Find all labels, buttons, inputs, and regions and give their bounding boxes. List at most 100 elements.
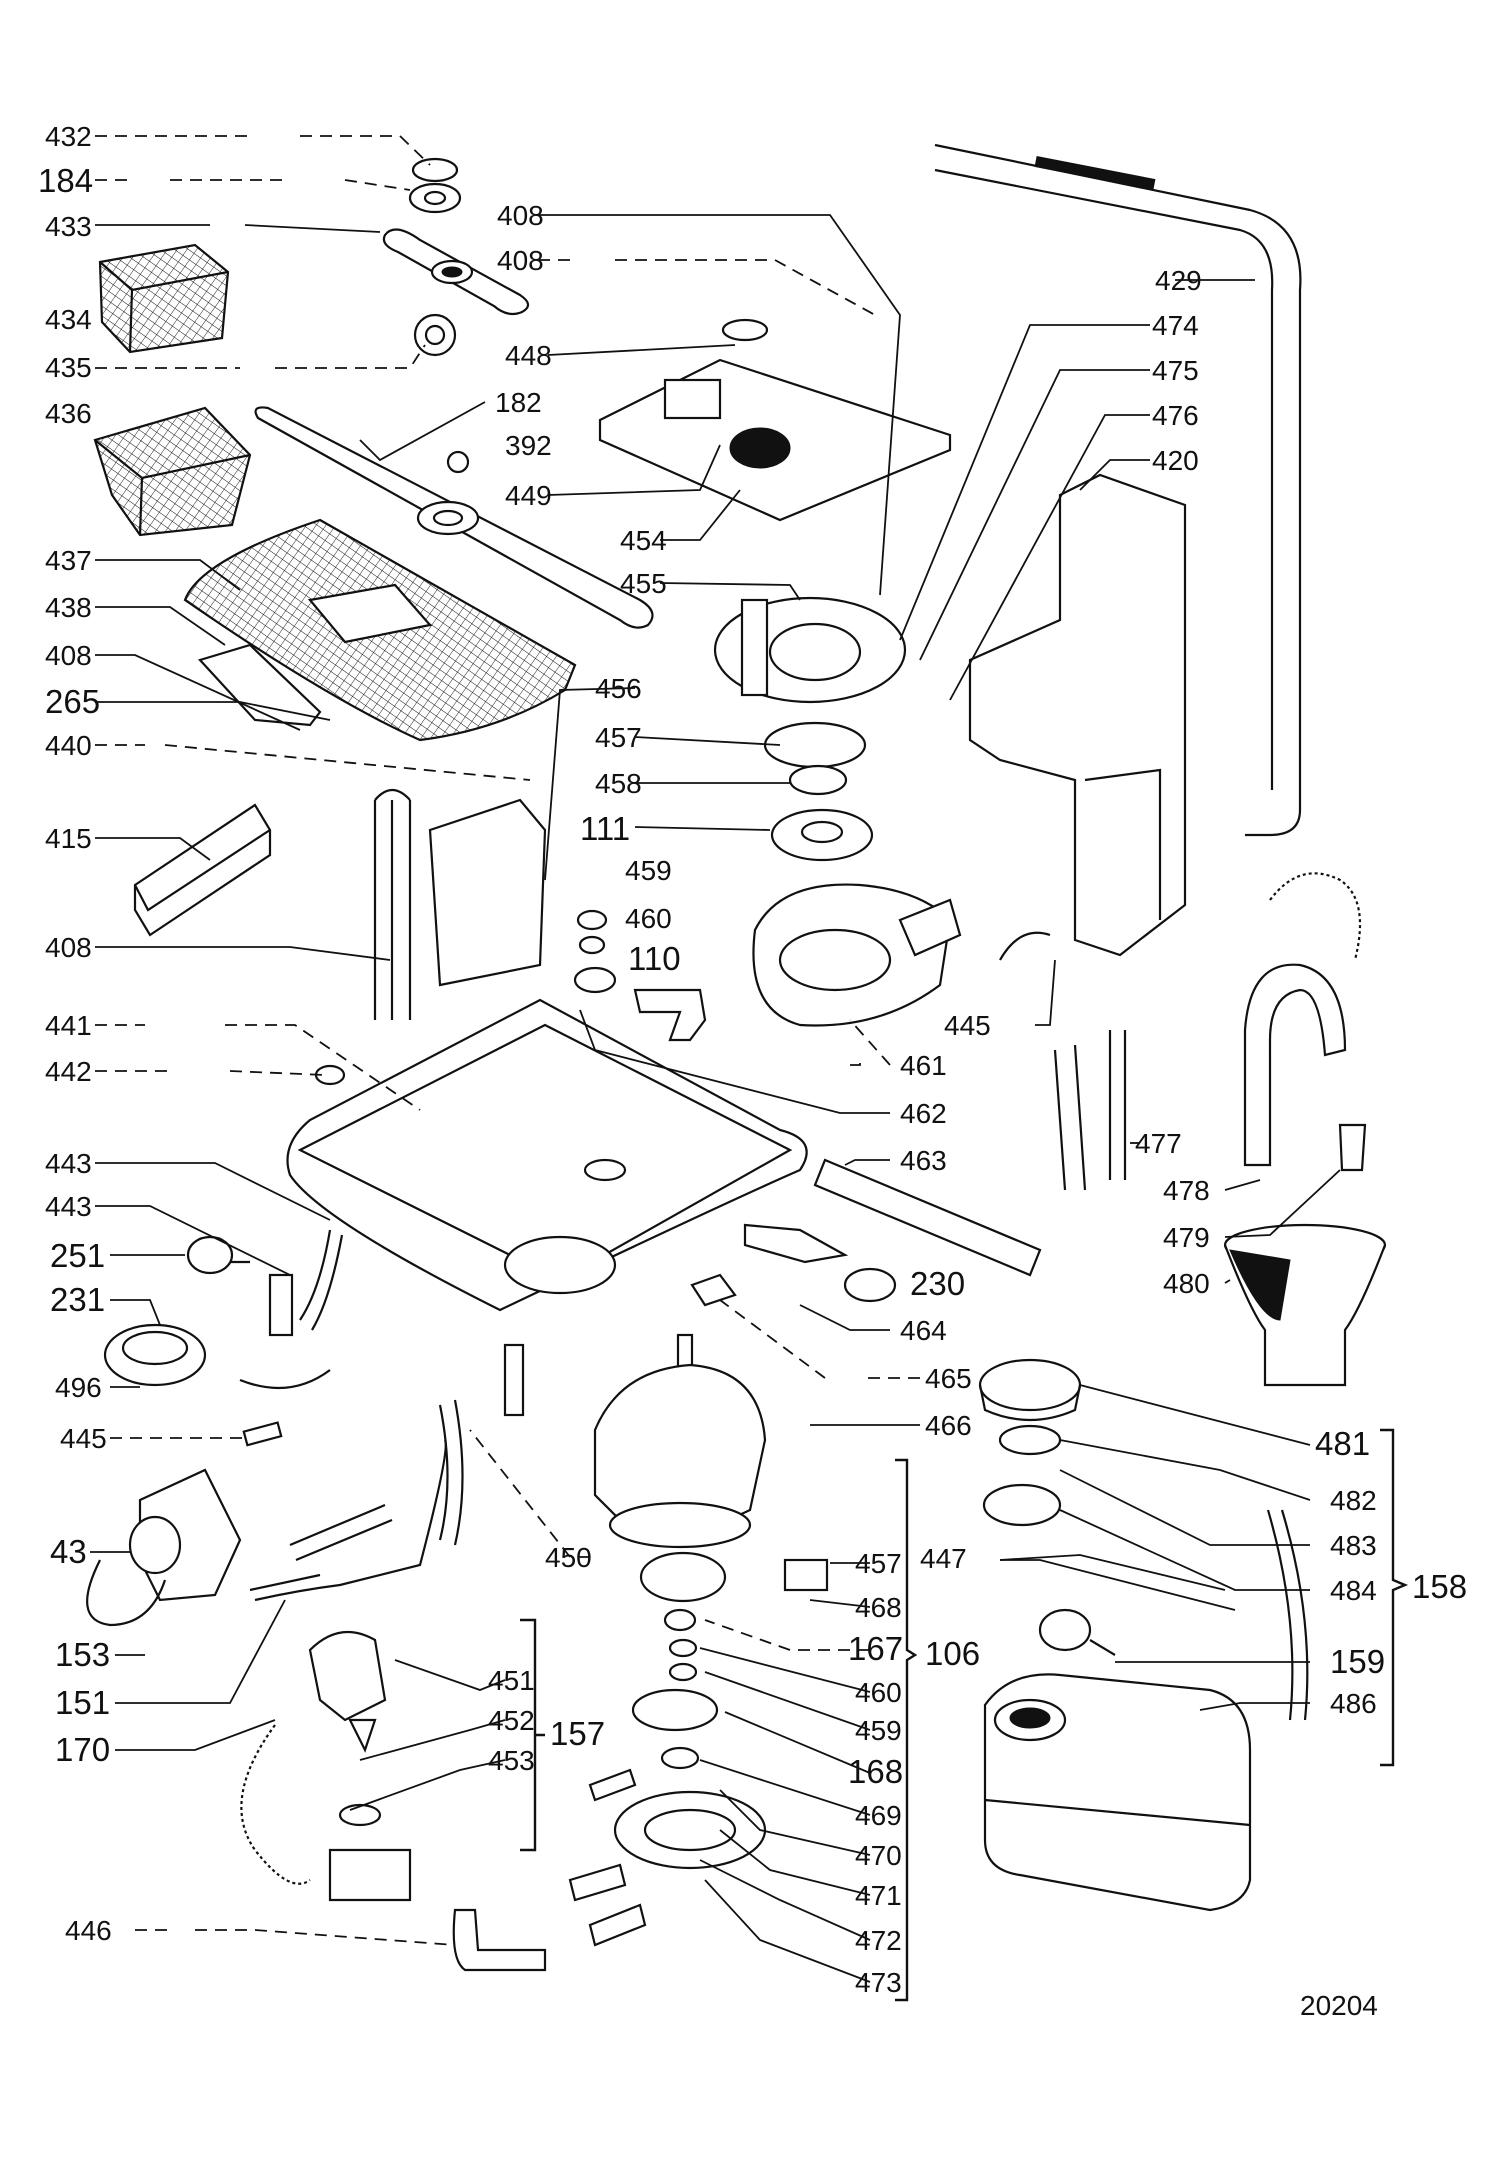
part-436-small-basket xyxy=(93,406,252,537)
part-460-ring xyxy=(668,1638,698,1658)
callout-436: 436 xyxy=(45,398,92,429)
part-170-drain-hose xyxy=(240,1724,311,1885)
callout-182: 182 xyxy=(495,387,542,418)
callout-473: 473 xyxy=(855,1967,902,1998)
callout-474: 474 xyxy=(1152,310,1199,341)
part-433-spray-arm xyxy=(382,228,530,316)
callout-471: 471 xyxy=(855,1880,902,1911)
part-480-funnel xyxy=(1223,1223,1387,1387)
callout-482: 482 xyxy=(1330,1485,1377,1516)
callout-442: 442 xyxy=(45,1056,92,1087)
part-438-bracket xyxy=(198,643,322,727)
callout-443a: 443 xyxy=(45,1148,92,1179)
callout-408b: 408 xyxy=(45,932,92,963)
part-451-hose xyxy=(289,1503,393,1562)
part-159-valve xyxy=(1038,1608,1116,1656)
part-435-gear xyxy=(413,313,457,357)
callout-459a: 459 xyxy=(625,855,672,886)
callout-167: 167 xyxy=(848,1630,903,1667)
callout-462: 462 xyxy=(900,1098,947,1129)
part-469-tube xyxy=(588,1768,637,1802)
callout-435: 435 xyxy=(45,352,92,383)
part-481-cap xyxy=(978,1358,1082,1422)
brace-158 xyxy=(1380,1428,1409,1767)
drawing-number: 20204 xyxy=(1300,1990,1378,2021)
callout-433: 433 xyxy=(45,211,92,242)
part-429-hose xyxy=(934,143,1302,837)
callout-106: 106 xyxy=(925,1635,980,1672)
part-455-pump-housing xyxy=(713,596,907,704)
callout-440: 440 xyxy=(45,730,92,761)
callout-265: 265 xyxy=(45,683,100,720)
part-230-thermostat xyxy=(843,1267,897,1303)
callout-153: 153 xyxy=(55,1636,110,1673)
part-446-drain-elbow xyxy=(452,1908,547,1972)
part-441-tub-base xyxy=(286,998,808,1312)
part-184-nut xyxy=(408,182,462,214)
callout-452: 452 xyxy=(488,1705,535,1736)
part-486-tank xyxy=(983,1673,1252,1912)
part-432-ring xyxy=(411,157,459,183)
callout-476: 476 xyxy=(1152,400,1199,431)
callout-461: 461 xyxy=(900,1050,947,1081)
callout-460b: 460 xyxy=(855,1677,902,1708)
part-461-volute xyxy=(752,883,962,1027)
callout-455: 455 xyxy=(620,568,667,599)
part-443-grille xyxy=(268,1273,294,1337)
callout-441: 441 xyxy=(45,1010,92,1041)
callout-157: 157 xyxy=(550,1715,605,1752)
callout-251: 251 xyxy=(50,1237,105,1274)
part-479-cup xyxy=(1338,1123,1367,1172)
brace-157 xyxy=(520,1618,545,1852)
part-167-seal xyxy=(663,1608,697,1632)
callout-465: 465 xyxy=(925,1363,972,1394)
part-462-elbow xyxy=(633,988,707,1042)
callout-451: 451 xyxy=(488,1665,535,1696)
callout-168: 168 xyxy=(848,1753,903,1790)
callout-464: 464 xyxy=(900,1315,947,1346)
part-482-tube xyxy=(1266,1509,1309,1721)
part-463-pipe xyxy=(813,1158,1042,1277)
callout-429: 429 xyxy=(1155,265,1202,296)
part-434-cutlery-basket xyxy=(98,243,230,354)
part-464-clip xyxy=(743,1223,849,1264)
callout-460a: 460 xyxy=(625,903,672,934)
callout-408a: 408 xyxy=(45,640,92,671)
callout-449: 449 xyxy=(505,480,552,511)
part-157-sump xyxy=(308,1630,412,1902)
callout-447: 447 xyxy=(920,1543,967,1574)
callout-420: 420 xyxy=(1152,445,1199,476)
part-465 xyxy=(690,1273,737,1307)
callout-469: 469 xyxy=(855,1800,902,1831)
part-440-heater xyxy=(373,788,412,1020)
callout-158: 158 xyxy=(1412,1568,1467,1605)
callout-445b: 445 xyxy=(944,1010,991,1041)
callout-184: 184 xyxy=(38,162,93,199)
callout-43: 43 xyxy=(50,1533,87,1570)
part-459-ring xyxy=(668,1662,698,1682)
callout-478: 478 xyxy=(1163,1175,1210,1206)
callout-408d: 408 xyxy=(497,245,544,276)
callout-458: 458 xyxy=(595,768,642,799)
callout-472: 472 xyxy=(855,1925,902,1956)
callout-454: 454 xyxy=(620,525,667,556)
callout-477: 477 xyxy=(1135,1128,1182,1159)
callout-456: 456 xyxy=(595,673,642,704)
callout-151: 151 xyxy=(55,1684,110,1721)
callout-170: 170 xyxy=(55,1731,110,1768)
part-466-ring xyxy=(998,1424,1062,1456)
callout-434: 434 xyxy=(45,304,92,335)
callout-450: 450 xyxy=(545,1542,592,1573)
part-151-inlet-hose xyxy=(254,1439,447,1602)
callout-463: 463 xyxy=(900,1145,947,1176)
part-182-lower-spray-arm xyxy=(254,406,654,629)
callout-483: 483 xyxy=(1330,1530,1377,1561)
callout-453: 453 xyxy=(488,1745,535,1776)
part-420-side-panel xyxy=(968,473,1187,957)
part-437-filter-plate xyxy=(183,518,577,742)
part-392-nozzle xyxy=(446,450,470,474)
part-small-tube xyxy=(503,1343,525,1417)
callout-484: 484 xyxy=(1330,1575,1377,1606)
callout-496: 496 xyxy=(55,1372,102,1403)
callout-480: 480 xyxy=(1163,1268,1210,1299)
